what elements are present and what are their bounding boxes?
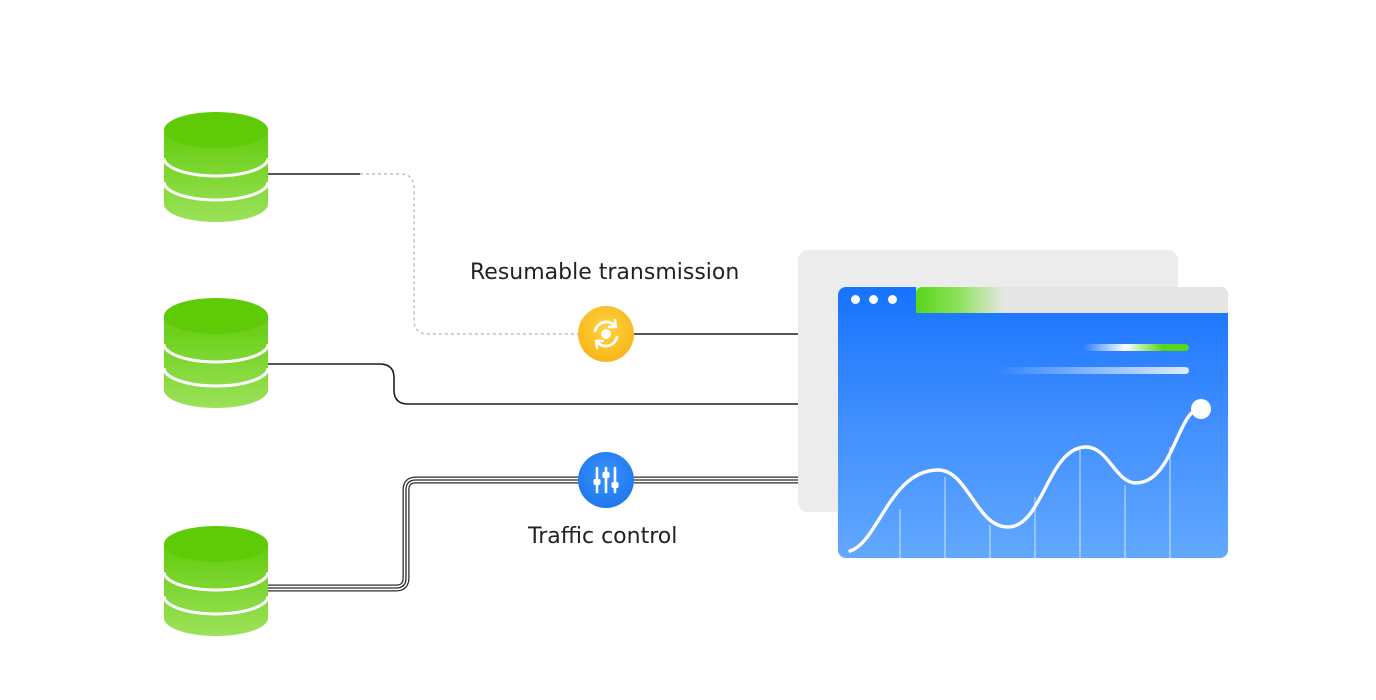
connector-db3: [268, 476, 580, 592]
window-dot: [869, 295, 878, 304]
traffic-control-badge: [578, 452, 634, 508]
line-chart: [848, 399, 1211, 558]
database-icon: [164, 112, 268, 222]
dashboard-window: [838, 287, 1228, 558]
traffic-control-label: Traffic control: [528, 524, 678, 549]
resumable-transmission-label: Resumable transmission: [470, 260, 740, 285]
database-icon: [164, 298, 268, 408]
window-dot: [851, 295, 860, 304]
trend-line: [848, 407, 1202, 553]
connector-db2: [268, 363, 800, 405]
progress-bar-2: [998, 367, 1189, 374]
resumable-badge: [578, 306, 634, 362]
window-dot: [888, 295, 897, 304]
progress-bar-1: [1083, 344, 1189, 351]
trend-endpoint: [1191, 399, 1211, 419]
window-active-tab: [916, 287, 1004, 313]
database-icon: [164, 526, 268, 636]
sync-icon: [593, 318, 619, 350]
connector-db1-dashed: [360, 173, 580, 335]
sliders-icon: [593, 466, 619, 494]
